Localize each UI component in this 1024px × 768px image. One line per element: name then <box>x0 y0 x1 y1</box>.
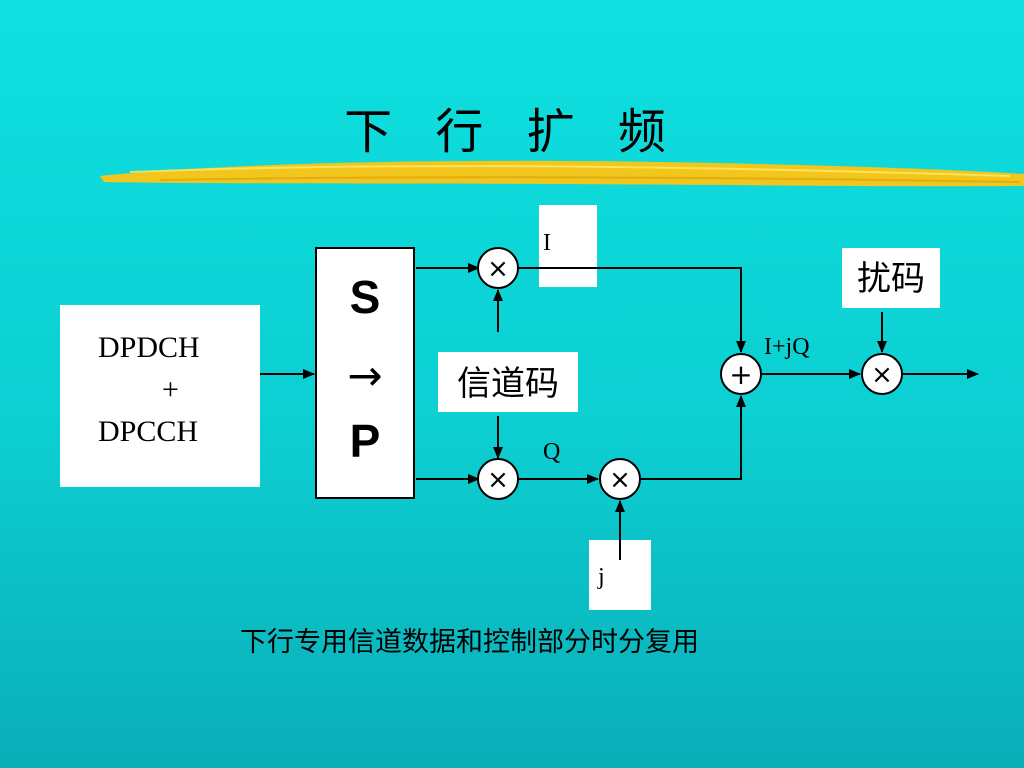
j-multiplier-symbol: × <box>609 465 631 495</box>
input-label-dpdch: DPDCH <box>98 331 200 364</box>
scrambler-multiplier-node: × <box>861 353 903 395</box>
slide-title: 下 行 扩 频 <box>344 104 680 160</box>
input-block <box>60 305 260 487</box>
q-branch-to-adder-arrow <box>639 395 746 480</box>
adder-node: + <box>720 353 762 395</box>
scrambling-code-label: 扰码 <box>857 259 925 299</box>
i-multiplier-node: × <box>477 247 519 289</box>
scrambler-multiplier-symbol: × <box>871 360 893 390</box>
channel-code-box <box>438 352 578 412</box>
q-multiplier-node: × <box>477 458 519 500</box>
iq-label: I+jQ <box>764 334 810 360</box>
input-label-dpcch: DPCCH <box>98 415 198 448</box>
q-multiplier-symbol: × <box>487 465 509 495</box>
sp-label-s: S <box>350 271 381 323</box>
i-label: I <box>543 230 551 256</box>
serial-parallel-block <box>315 247 415 499</box>
i-branch-to-adder-arrow <box>518 267 746 353</box>
j-label: j <box>597 564 605 590</box>
j-multiplier-node: × <box>599 458 641 500</box>
scrambling-code-box <box>842 248 940 308</box>
adder-symbol: + <box>729 358 752 391</box>
diagram-caption: 下行专用信道数据和控制部分时分复用 <box>240 627 699 658</box>
i-label-box <box>539 205 597 287</box>
sp-label-p: P <box>350 415 381 467</box>
i-multiplier-symbol: × <box>487 254 509 284</box>
input-label-plus: + <box>162 373 179 406</box>
signal-lines <box>260 263 979 560</box>
sp-arrow: → <box>347 351 382 400</box>
channel-code-label: 信道码 <box>457 364 559 404</box>
q-label: Q <box>543 439 560 465</box>
title-underline-stroke <box>100 160 1024 187</box>
